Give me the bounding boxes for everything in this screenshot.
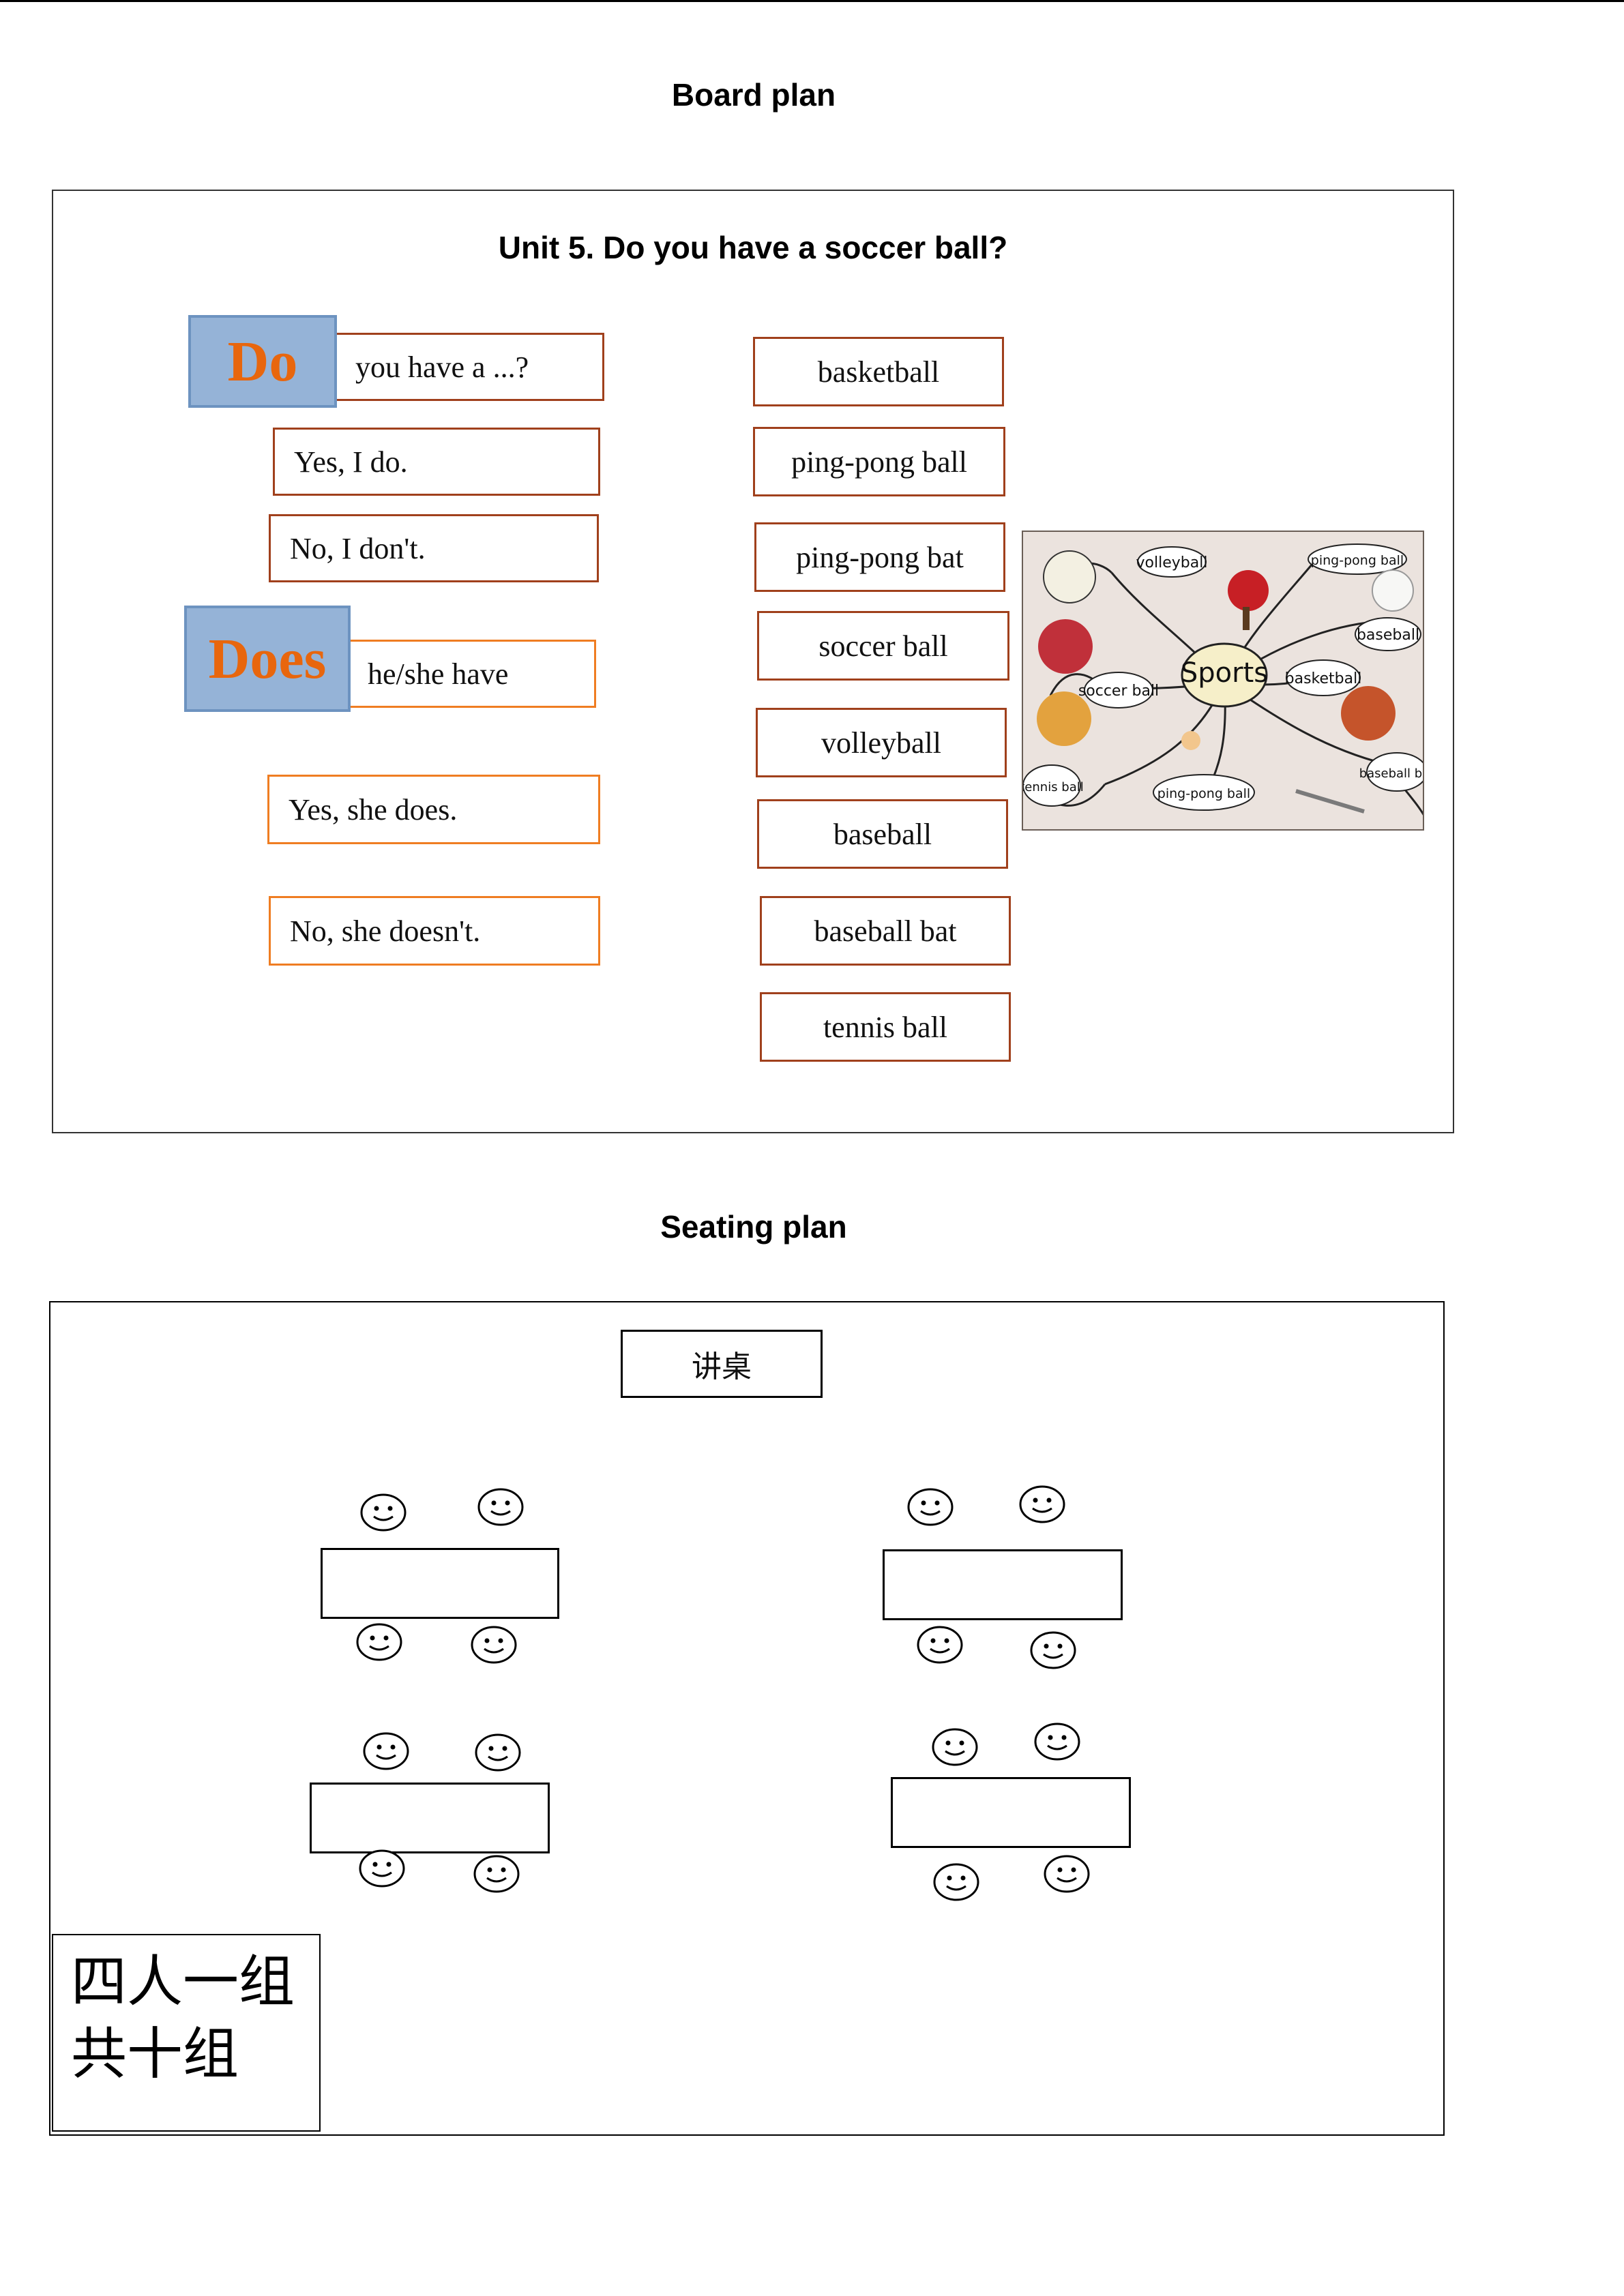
do-no-card: No, I don't. [269, 514, 599, 582]
smiley-icon [363, 1732, 409, 1770]
smiley-icon [477, 1488, 524, 1526]
smiley-icon [360, 1493, 407, 1532]
group-table [321, 1548, 559, 1619]
smiley-icon [1019, 1485, 1065, 1523]
top-rule [0, 0, 1624, 2]
word-card: soccer ball [757, 611, 1009, 681]
seating-frame [49, 1301, 1445, 2136]
smiley-icon [932, 1728, 978, 1766]
does-no-card: No, she doesn't. [269, 896, 600, 966]
do-question-card: you have a ...? [334, 333, 604, 401]
smiley-icon [917, 1626, 963, 1664]
smiley-icon [933, 1863, 979, 1901]
board-plan-heading: Board plan [671, 77, 836, 113]
smiley-icon [471, 1626, 517, 1664]
do-yes-card: Yes, I do. [273, 428, 600, 496]
mindmap-bubble-label: baseball bat [1359, 766, 1424, 781]
mindmap-bubble-label: soccer ball [1078, 683, 1159, 700]
smiley-icon [1044, 1855, 1090, 1893]
group-note: 四人一组 共十组 [52, 1934, 321, 2132]
mindmap-bubble-label: ping-pong ball [1157, 786, 1250, 801]
mindmap-bubble-label: volleyball [1136, 554, 1208, 571]
group-table [891, 1777, 1131, 1848]
smiley-icon [907, 1488, 954, 1526]
word-card: ping-pong bat [754, 522, 1005, 592]
seating-plan-heading: Seating plan [660, 1209, 847, 1244]
word-card: baseball [757, 799, 1008, 869]
smiley-icon [1034, 1723, 1080, 1761]
group-table [883, 1549, 1123, 1620]
mindmap-bubble-label: tennis ball [1023, 780, 1084, 794]
word-card: tennis ball [760, 992, 1011, 1062]
mindmap-bubble-label: ping-pong ball [1311, 553, 1404, 568]
smiley-icon [473, 1855, 520, 1893]
board-frame [52, 190, 1454, 1133]
group-note-line: 四人一组 [71, 1950, 295, 2014]
mindmap-bubble-label: baseball [1357, 627, 1419, 644]
smiley-icon [356, 1623, 402, 1661]
do-word-card: Do [188, 315, 337, 408]
board-title: Unit 5. Do you have a soccer ball? [498, 230, 1008, 265]
does-yes-card: Yes, she does. [267, 775, 600, 844]
word-card: basketball [753, 337, 1004, 406]
smiley-icon [1030, 1631, 1076, 1669]
sports-mindmap-image: Sports volleyball ping-pong ball basebal… [1022, 531, 1424, 831]
does-word-card: Does [184, 606, 351, 712]
group-note-line: 共十组 [71, 2022, 239, 2087]
word-card: volleyball [756, 708, 1007, 777]
mindmap-bubble-label: basketball [1285, 670, 1362, 687]
mindmap-center-label: Sports [1181, 657, 1268, 689]
word-card: baseball bat [760, 896, 1011, 966]
word-card: ping-pong ball [753, 427, 1005, 496]
teacher-desk: 讲桌 [621, 1330, 823, 1398]
does-question-card: he/she have [346, 640, 596, 708]
group-table [310, 1783, 550, 1853]
smiley-icon [359, 1849, 405, 1888]
smiley-icon [475, 1733, 521, 1772]
